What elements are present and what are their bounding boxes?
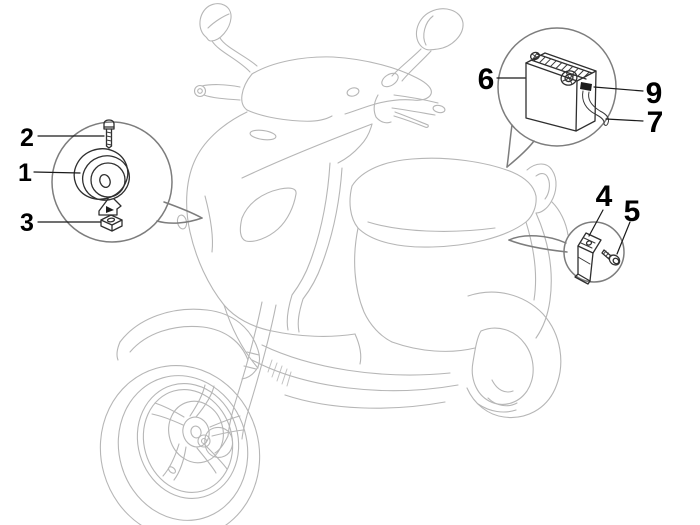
battery-part — [525, 51, 597, 132]
horn-balloon-tail — [163, 201, 203, 219]
horn-part — [73, 148, 130, 216]
front-fender — [116, 308, 261, 380]
front-leg-shield — [176, 111, 373, 387]
leader-line-7 — [605, 118, 644, 122]
handlebar-cover — [241, 56, 432, 164]
rear-grab-rail — [526, 163, 557, 214]
callout-label-7: 7 — [647, 106, 664, 139]
right-grip-lever — [373, 94, 446, 128]
horn-screw-part — [103, 119, 115, 149]
scooter-line-drawing — [99, 3, 569, 525]
battery-balloon-tail — [506, 124, 513, 168]
rear-wheel-exhaust — [466, 291, 562, 419]
horn-callout-group: 2 1 3 — [18, 119, 203, 243]
regulator-screw-part — [601, 249, 621, 266]
callout-label-1: 1 — [18, 159, 32, 187]
leader-line-5 — [616, 221, 631, 255]
callout-label-6: 6 — [478, 63, 495, 96]
battery-terminal-cover-part — [580, 82, 592, 91]
left-grip-lever — [193, 84, 241, 101]
battery-callout-group: 6 9 7 — [478, 27, 664, 168]
callout-label-5: 5 — [624, 195, 641, 228]
regulator-balloon-tail — [508, 235, 567, 244]
voltage-regulator-part — [574, 232, 602, 285]
right-mirror — [381, 8, 464, 88]
horn-balloon-circle — [51, 121, 173, 243]
leader-line-1 — [33, 171, 81, 174]
left-mirror — [199, 3, 258, 73]
floorboard-underbody — [223, 304, 459, 409]
rear-bodywork — [354, 201, 569, 352]
leader-line-4 — [588, 209, 604, 237]
seat — [349, 157, 537, 248]
callout-label-2: 2 — [20, 124, 34, 152]
horn-clip-part — [100, 214, 123, 232]
battery-balloon-circle — [497, 27, 617, 147]
regulator-callout-group: 4 5 — [508, 180, 641, 285]
leader-line-9 — [593, 86, 644, 92]
callout-label-4: 4 — [596, 180, 613, 213]
callout-label-3: 3 — [20, 209, 34, 237]
front-wheel — [99, 365, 261, 525]
callout-label-9: 9 — [646, 77, 663, 110]
